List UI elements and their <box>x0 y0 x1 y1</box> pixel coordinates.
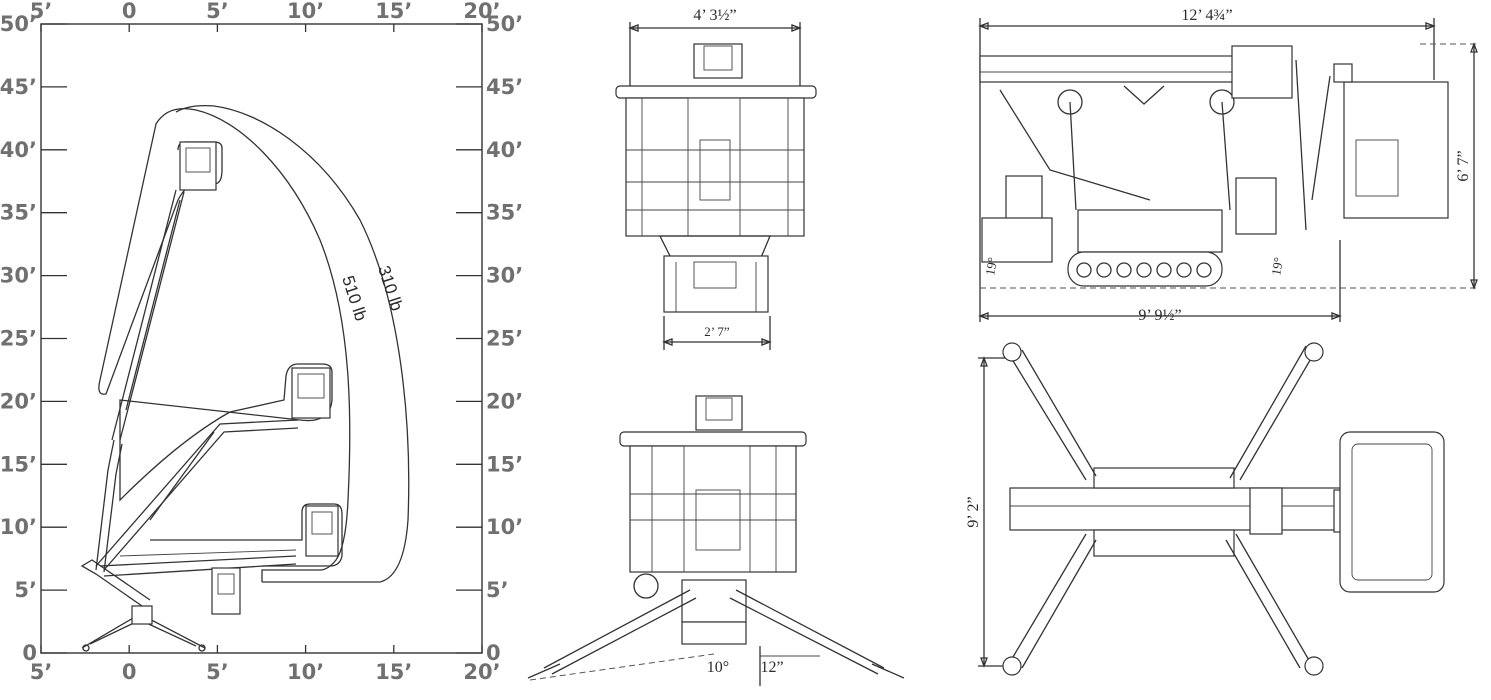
y-tick-label-right: 30’ <box>486 264 523 288</box>
y-tick-label-left: 50’ <box>0 12 37 36</box>
top-view: 9’ 2” <box>965 342 1445 676</box>
x-tick-label-top: 5’ <box>30 0 53 23</box>
y-tick-label-left: 0 <box>22 641 37 665</box>
x-axis-top: 5’ 0 5’ 10’ 15’ 20’ <box>30 0 501 32</box>
y-tick-label-right: 50’ <box>486 12 523 36</box>
x-tick-label-top: 10’ <box>287 0 324 23</box>
range-chart-frame <box>40 23 483 654</box>
y-axis-left: 0 5’ 10’ 15’ 20’ 25’ 30’ 35’ 40’ 45’ 50’ <box>0 12 67 665</box>
track-wheel <box>1196 262 1212 278</box>
y-tick-label-left: 30’ <box>0 264 37 288</box>
side-base-label: 9’ 9½” <box>1138 307 1181 324</box>
y-tick-label-left: 40’ <box>0 138 37 162</box>
track-wheel <box>1156 262 1172 278</box>
y-tick-label-left: 25’ <box>0 327 37 351</box>
front-view: 4’ 3½” 2’ 7” <box>615 7 817 350</box>
y-tick-label-left: 15’ <box>0 452 37 476</box>
rear-angle-label: 10° <box>707 659 729 676</box>
x-tick-label-bottom: 10’ <box>287 660 324 684</box>
side-view: 12’ 4¾” 6’ 7” 9’ 9½” 19° 19° <box>978 7 1480 324</box>
y-tick-label-right: 15’ <box>486 452 523 476</box>
side-height-label: 6’ 7” <box>1455 150 1472 181</box>
side-angle-right-label: 19° <box>1268 256 1286 277</box>
envelope-inner-low <box>150 503 343 567</box>
track-wheel <box>1176 262 1192 278</box>
y-tick-label-right: 35’ <box>486 201 523 225</box>
track-wheel <box>1076 262 1092 278</box>
side-angle-left-label: 19° <box>982 256 1000 277</box>
y-tick-label-right: 45’ <box>486 75 523 99</box>
y-tick-label-left: 35’ <box>0 201 37 225</box>
envelope-310lb <box>175 104 410 583</box>
y-tick-label-right: 5’ <box>486 578 509 602</box>
x-tick-label-bottom: 20’ <box>463 660 500 684</box>
envelope-label-510: 510 lb <box>338 273 370 323</box>
y-tick-label-right: 40’ <box>486 138 523 162</box>
track-wheels <box>1076 262 1212 278</box>
front-width-label: 4’ 3½” <box>693 7 736 24</box>
track-wheel <box>1096 262 1112 278</box>
y-tick-label-right: 20’ <box>486 389 523 413</box>
x-tick-label-bottom: 5’ <box>206 660 229 684</box>
y-axis-right: 0 5’ 10’ 15’ 20’ 25’ 30’ 35’ 40’ 45’ 50’ <box>456 12 523 665</box>
front-track-label: 2’ 7” <box>704 324 730 339</box>
y-tick-label-left: 45’ <box>0 75 37 99</box>
x-tick-label-top: 20’ <box>463 0 500 23</box>
track-wheel <box>1116 262 1132 278</box>
y-tick-label-right: 10’ <box>486 515 523 539</box>
envelope-label-310: 310 lb <box>374 263 406 313</box>
y-tick-label-left: 20’ <box>0 389 37 413</box>
lift-positions <box>80 141 339 652</box>
track-wheel <box>1136 262 1152 278</box>
y-tick-label-right: 25’ <box>486 327 523 351</box>
rear-view: 10° 12” <box>527 395 905 686</box>
y-tick-label-left: 5’ <box>14 578 37 602</box>
rear-clearance-label: 12” <box>760 659 783 676</box>
x-tick-label-top: 0 <box>122 0 137 23</box>
x-tick-label-bottom: 15’ <box>375 660 412 684</box>
top-span-label: 9’ 2” <box>965 496 982 527</box>
x-tick-label-top: 15’ <box>375 0 412 23</box>
y-tick-label-left: 10’ <box>0 515 37 539</box>
x-tick-label-top: 5’ <box>206 0 229 23</box>
side-length-label: 12’ 4¾” <box>1181 7 1232 24</box>
x-axis-bottom: 5’ 0 5’ 10’ 15’ 20’ <box>30 645 501 684</box>
x-tick-label-bottom: 0 <box>122 660 137 684</box>
x-tick-label-bottom: 5’ <box>30 660 53 684</box>
y-tick-label-right: 0 <box>486 641 501 665</box>
envelope-510lb <box>98 107 351 582</box>
